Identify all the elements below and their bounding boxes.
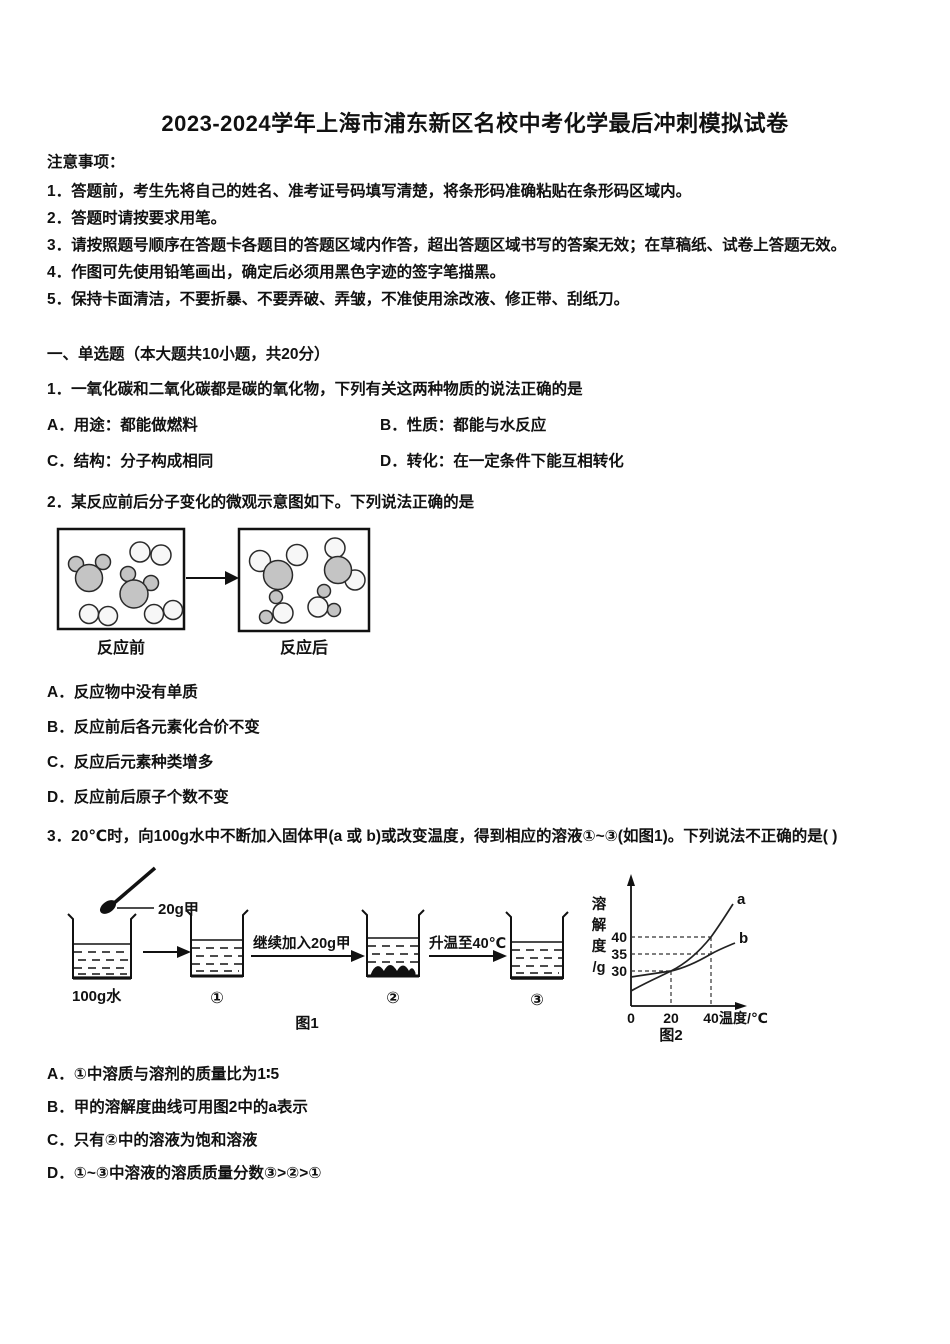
molecule-before-1 [67,553,112,593]
q2-option-d: D．反应前后原子个数不变 [47,789,229,806]
notice-item-3: 3．请按照题号顺序在答题卡各题目的答题区域内作答，超出答题区域书写的答案无效；在… [47,237,847,254]
arrow-3-label: 升温至40℃ [429,935,506,952]
figure-1-caption: 图1 [295,1015,318,1032]
x-axis-label: 温度/℃ [719,1010,768,1026]
q2-option-c: C．反应后元素种类增多 [47,754,214,771]
molecule-after-3 [258,589,294,625]
x-tick-40: 40 [703,1010,719,1026]
question-2-options: A．反应物中没有单质 B．反应前后各元素化合价不变 C．反应后元素种类增多 D．… [47,675,912,815]
x-tick-20: 20 [663,1010,679,1026]
ylabel-char-4: /g [593,960,606,976]
page-content: 注意事项： 1．答题前，考生先将自己的姓名、准考证号码填写清楚，将条形码准确粘贴… [0,152,950,1190]
beaker-1-label: ① [210,990,224,1007]
q1-option-b: B．性质：都能与水反应 [380,417,547,434]
notice-item-4: 4．作图可先使用铅笔画出，确定后必须用黑色字迹的签字笔描黑。 [47,264,506,281]
x-tick-0: 0 [627,1010,635,1026]
notice-item-2: 2．答题时请按要求用笔。 [47,210,227,227]
molecule-before-2 [129,541,172,566]
q2-option-b: B．反应前后各元素化合价不变 [47,719,260,736]
question-3-text: 3．20℃时，向100g水中不断加入固体甲(a 或 b)或改变温度，得到相应的溶… [47,828,838,845]
molecule-before-5 [143,599,184,625]
x-axis [631,1002,747,1010]
q3-option-d: D．①~③中溶液的溶质质量分数③>②>① [47,1165,322,1182]
q3-option-c: C．只有②中的溶液为饱和溶液 [47,1132,258,1149]
ylabel-char-3: 度 [592,937,607,955]
molecule-after-2 [323,537,366,591]
notice-item-1: 1．答题前，考生先将自己的姓名、准考证号码填写清楚，将条形码准确粘贴在条形码区域… [47,183,692,200]
question-3-options: A．①中溶质与溶剂的质量比为1∶5 B．甲的溶解度曲线可用图2中的a表示 C．只… [47,1058,912,1190]
q1-option-a: A．用途：都能做燃料 [47,417,198,434]
notice-list: 1．答题前，考生先将自己的姓名、准考证号码填写清楚，将条形码准确粘贴在条形码区域… [47,178,912,313]
q3-figures: 20g甲 100g水 [55,864,912,1042]
q3-option-b: B．甲的溶解度曲线可用图2中的a表示 [47,1099,308,1116]
molecular-diagram-svg: 反应前 反应后 [56,527,371,657]
arrow-1-icon [143,946,191,958]
question-1-options: A．用途：都能做燃料 B．性质：都能与水反应 C．结构：分子构成相同 D．转化：… [47,415,912,473]
notice-heading: 注意事项： [47,154,125,171]
q3-option-a: A．①中溶质与溶剂的质量比为1∶5 [47,1066,280,1083]
curve-a-label: a [737,891,746,908]
water-label: 100g水 [72,987,122,1005]
beaker-1 [185,909,249,978]
reaction-arrow-icon [186,571,239,585]
y-tick-30: 30 [611,963,627,979]
undissolved-solid [370,965,416,976]
spoon-label: 20g甲 [158,901,199,918]
q1-option-d: D．转化：在一定条件下能互相转化 [380,453,624,470]
figure-2-caption: 图2 [659,1027,682,1042]
q1-option-c: C．结构：分子构成相同 [47,453,214,470]
ylabel-char-2: 解 [592,916,607,934]
molecule-before-3 [119,565,160,609]
y-axis [627,874,635,1006]
figure-1-beakers-svg: 20g甲 100g水 [67,866,569,1032]
beaker-3 [505,911,569,980]
spoon-icon [99,866,157,914]
beaker-2-label: ② [386,990,400,1007]
figure-2-solubility-chart-svg: a b 溶 解 度 /g 40 35 30 0 20 40 温度/℃ 图2 [592,874,768,1042]
page-title: 2023-2024学年上海市浦东新区名校中考化学最后冲刺模拟试卷 [161,111,789,136]
molecule-before-4 [78,603,119,627]
section-heading: 一、单选题（本大题共10小题，共20分） [47,346,330,363]
q2-molecular-diagram: 反应前 反应后 [55,526,912,663]
beaker-3-label: ③ [530,992,544,1009]
y-tick-35: 35 [611,946,627,962]
after-reaction-label: 反应后 [280,638,328,657]
before-reaction-label: 反应前 [97,638,145,657]
curve-a [630,903,734,992]
arrow-2-label: 继续加入20g甲 [253,934,351,952]
beaker-2 [361,909,425,978]
y-tick-40: 40 [611,929,627,945]
curve-b-label: b [739,930,748,947]
curve-b [630,942,736,978]
question-1-text: 1．一氧化碳和二氧化碳都是碳的氧化物，下列有关这两种物质的说法正确的是 [47,381,583,398]
molecule-after-4 [307,583,342,618]
ylabel-char-1: 溶 [592,895,607,913]
arrow-2-icon [251,950,365,962]
question-2-text: 2．某反应前后分子变化的微观示意图如下。下列说法正确的是 [47,494,475,511]
arrow-3-icon [429,950,507,962]
q2-option-a: A．反应物中没有单质 [47,684,198,701]
notice-item-5: 5．保持卡面清洁，不要折暴、不要弄破、弄皱，不准使用涂改液、修正带、刮纸刀。 [47,291,630,308]
beaker-water [67,913,137,980]
molecule-after-1 [248,543,309,591]
